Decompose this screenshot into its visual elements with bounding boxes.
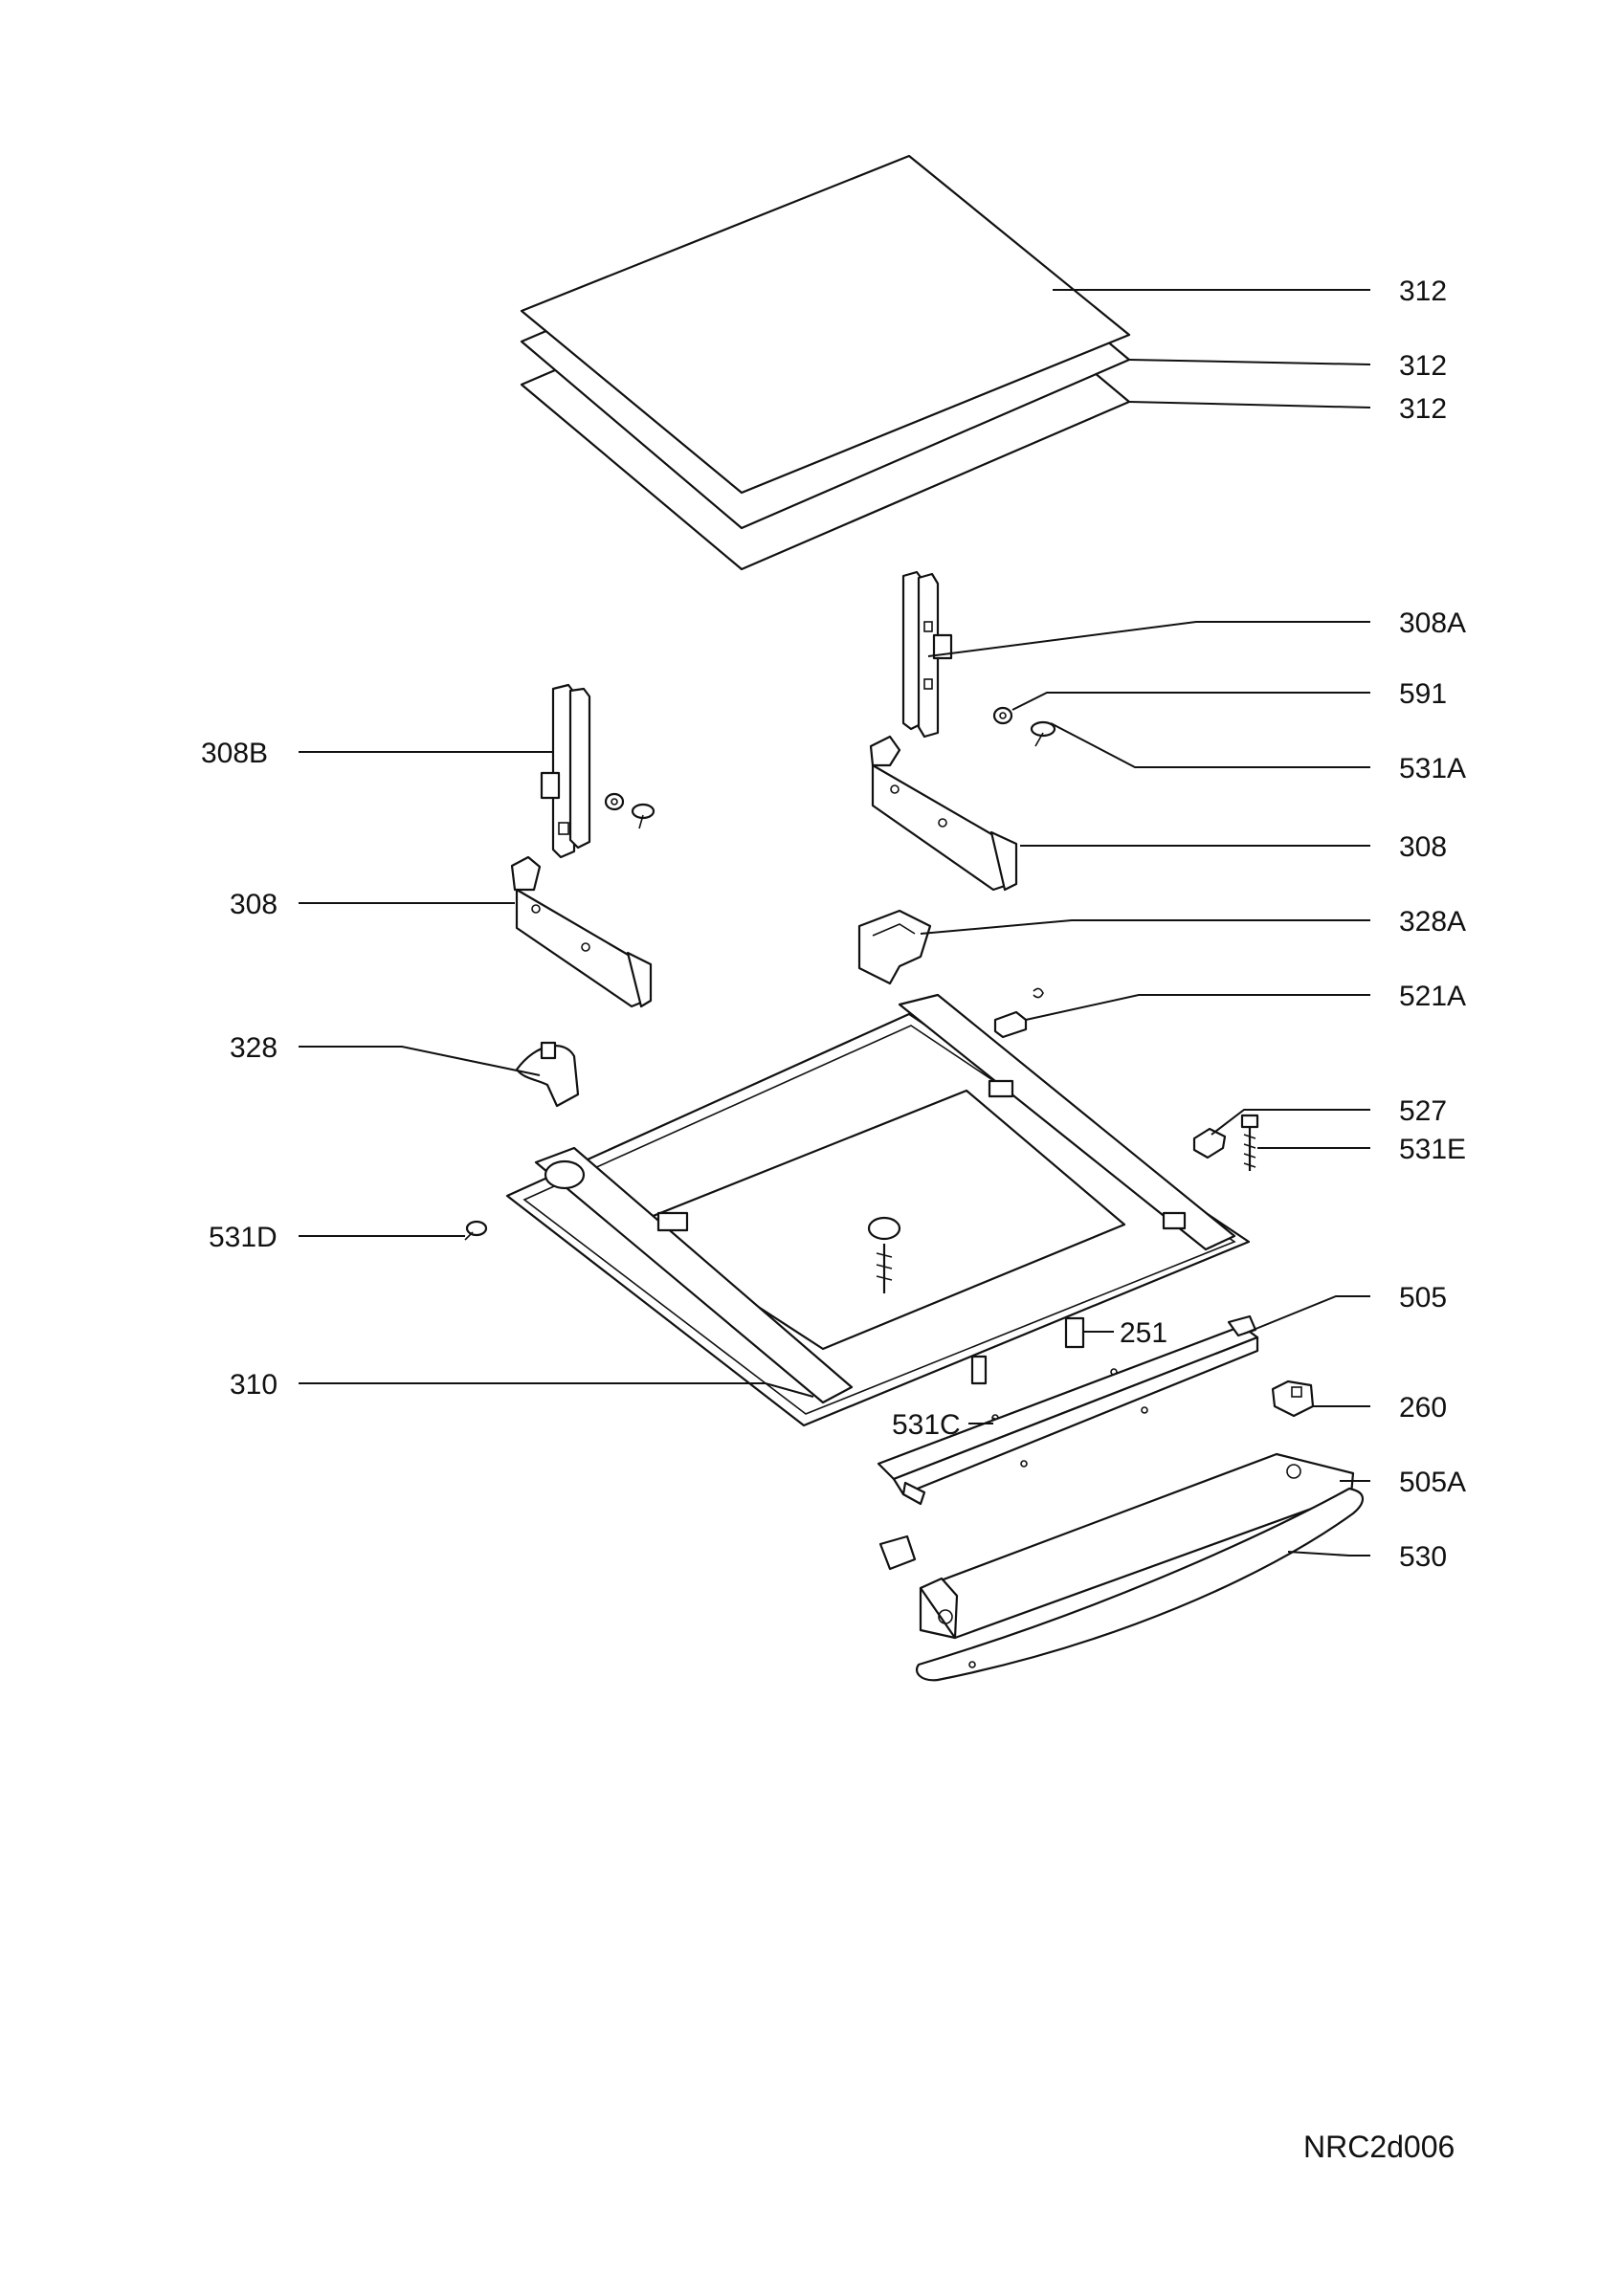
callout-531A: 531A: [1399, 753, 1466, 784]
washer-591-drawing: [992, 706, 1013, 725]
cover-328A-drawing: [857, 909, 932, 985]
block-527-drawing: [1192, 1127, 1227, 1159]
hinge-308-left-drawing: [510, 855, 653, 1008]
hinge-308-right-drawing: [869, 735, 1018, 892]
callout-505: 505: [1399, 1282, 1447, 1314]
callout-521A: 521A: [1399, 981, 1466, 1012]
screw-left-drawing: [631, 803, 655, 829]
washer-left-drawing: [604, 792, 625, 811]
callout-312-b: 312: [1399, 350, 1447, 382]
callout-531D: 531D: [209, 1222, 278, 1253]
hinge-308B-drawing: [540, 683, 591, 859]
callout-531C: 531C: [892, 1409, 961, 1441]
part-251-twin-drawing: [970, 1355, 988, 1385]
callout-527: 527: [1399, 1095, 1447, 1127]
callout-530: 530: [1399, 1541, 1447, 1573]
handle-530-drawing: [915, 1487, 1365, 1682]
part-505A-drawing: [878, 1452, 1355, 1640]
screw-531A-drawing: [1030, 720, 1056, 747]
callout-308A: 308A: [1399, 607, 1466, 639]
clip-260-drawing: [1271, 1380, 1315, 1418]
glass-panel-stack: [520, 154, 1131, 571]
callout-328A: 328A: [1399, 906, 1466, 938]
screw-531E-drawing: [1240, 1114, 1259, 1171]
diagram-code: NRC2d006: [1303, 2130, 1455, 2164]
glass-panel-top: [520, 154, 1131, 495]
trim-505-drawing: [877, 1314, 1259, 1506]
callout-260: 260: [1399, 1392, 1447, 1424]
callout-505A: 505A: [1399, 1467, 1466, 1498]
callout-251: 251: [1120, 1317, 1167, 1349]
callout-531E: 531E: [1399, 1134, 1466, 1165]
callout-308-left: 308: [230, 889, 278, 920]
callout-labels: 312 312 312 308A 591 531A 308 328A 521A …: [201, 276, 1466, 1573]
callout-328: 328: [230, 1032, 278, 1064]
leader-lines: [299, 289, 1371, 1556]
cover-328-drawing: [515, 1041, 580, 1108]
part-251-drawing: [1064, 1316, 1085, 1349]
callout-591: 591: [1399, 678, 1447, 710]
callout-308-right: 308: [1399, 831, 1447, 863]
callout-310: 310: [230, 1369, 278, 1401]
screw-531D-drawing: [464, 1220, 488, 1241]
callout-308B: 308B: [201, 738, 268, 769]
callout-312-a: 312: [1399, 276, 1447, 307]
callout-312-c: 312: [1399, 393, 1447, 425]
door-310-drawing: [505, 993, 1251, 1427]
clip-521A-drawing: [993, 987, 1044, 1039]
